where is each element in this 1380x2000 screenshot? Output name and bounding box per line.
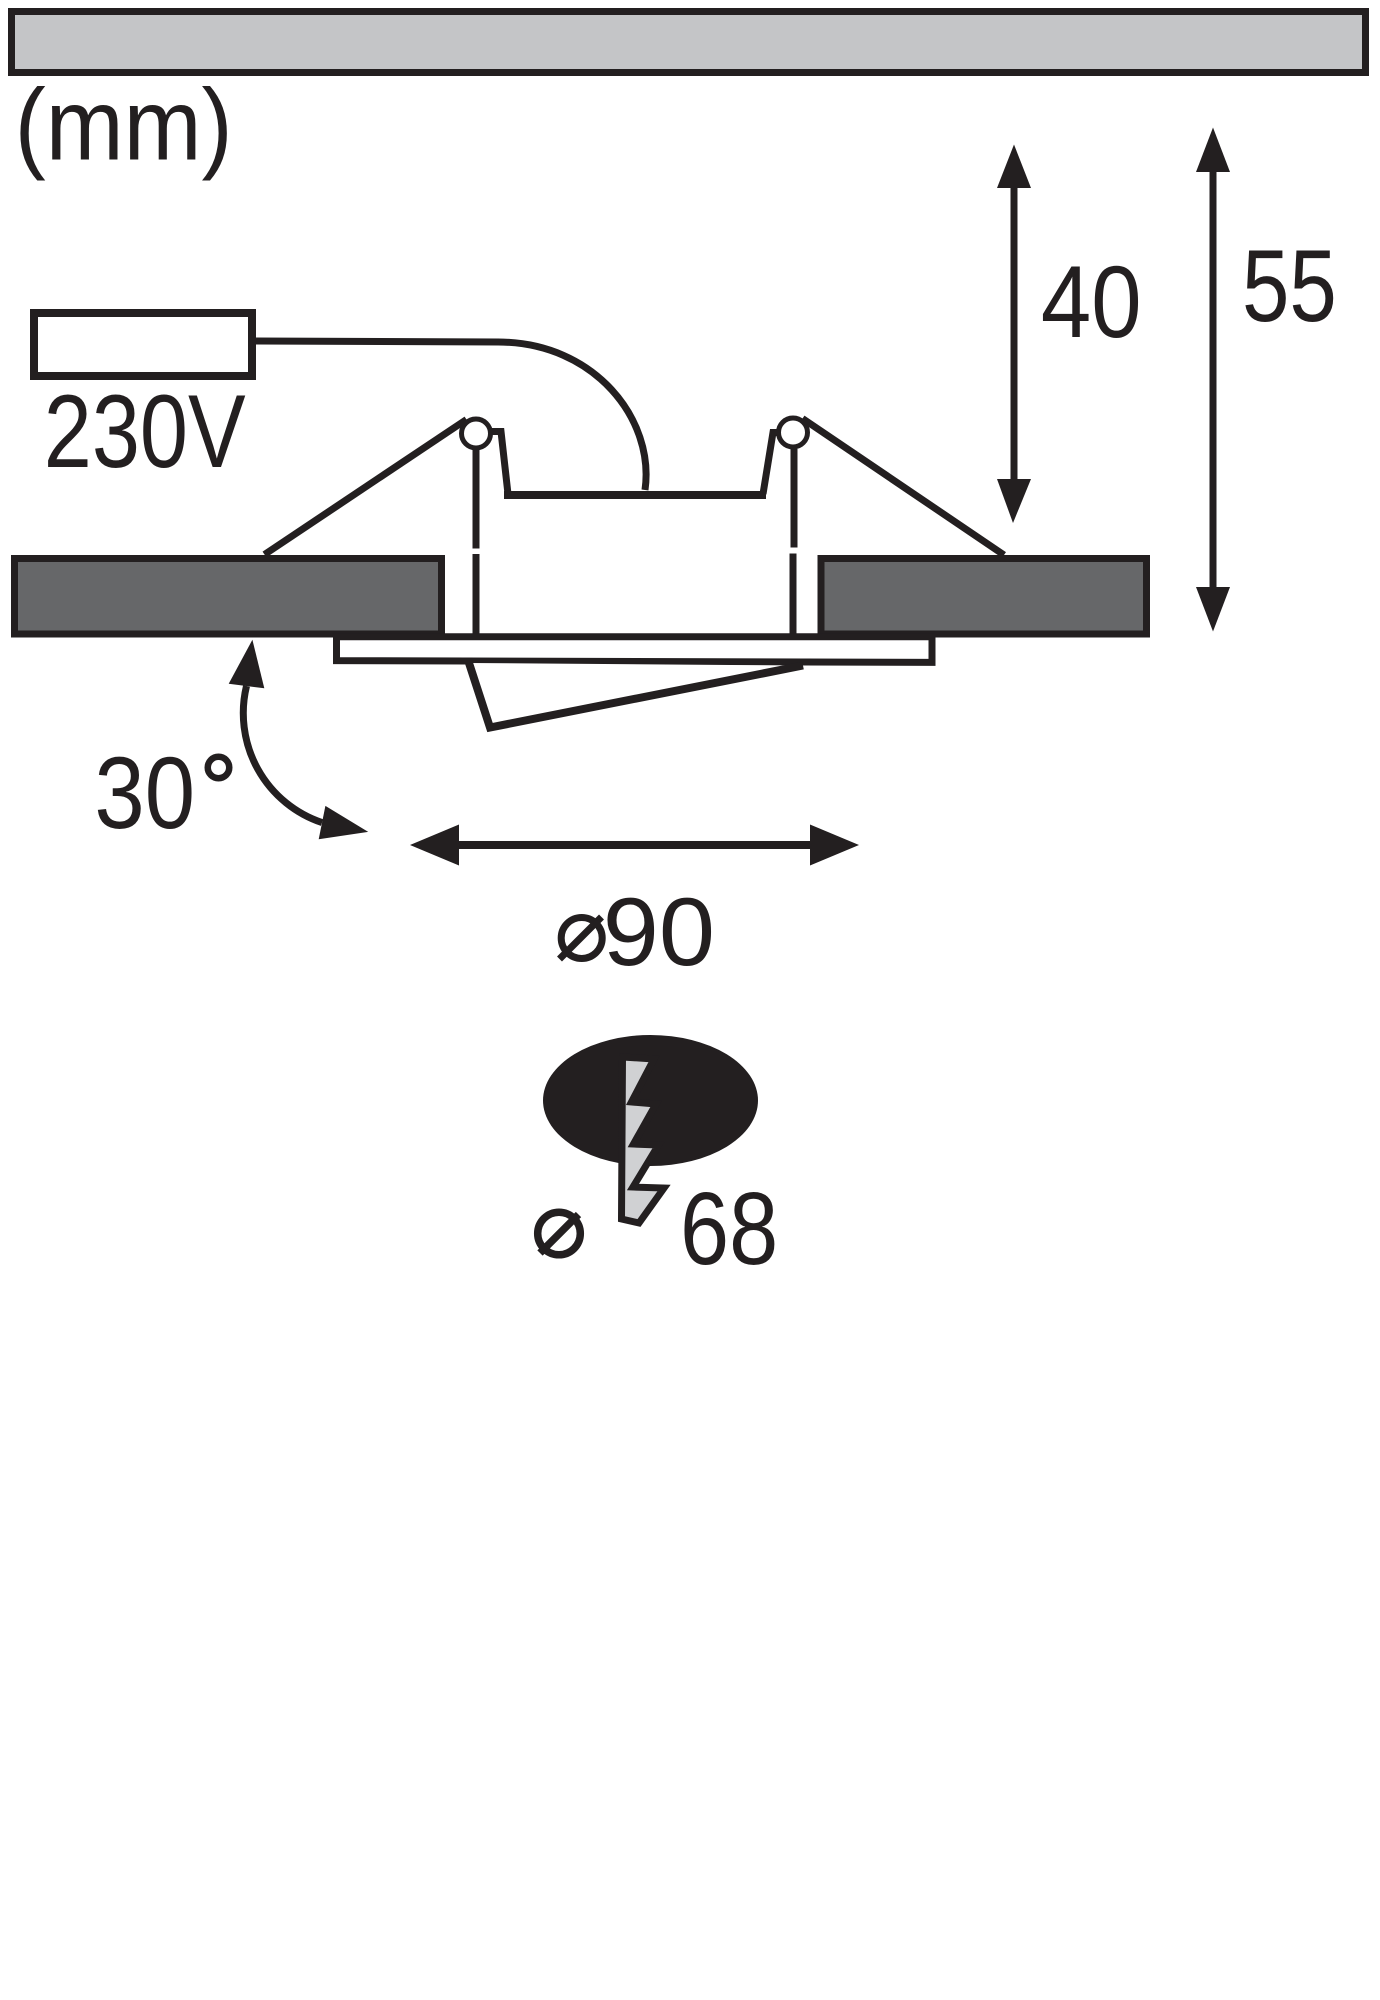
svg-text:(mm): (mm) bbox=[15, 68, 233, 181]
svg-text:230V: 230V bbox=[44, 373, 246, 489]
svg-text:68: 68 bbox=[680, 1172, 778, 1287]
svg-text:30: 30 bbox=[94, 737, 195, 850]
svg-text:55: 55 bbox=[1242, 229, 1337, 343]
svg-text:90: 90 bbox=[603, 877, 715, 986]
svg-text:40: 40 bbox=[1041, 246, 1142, 359]
